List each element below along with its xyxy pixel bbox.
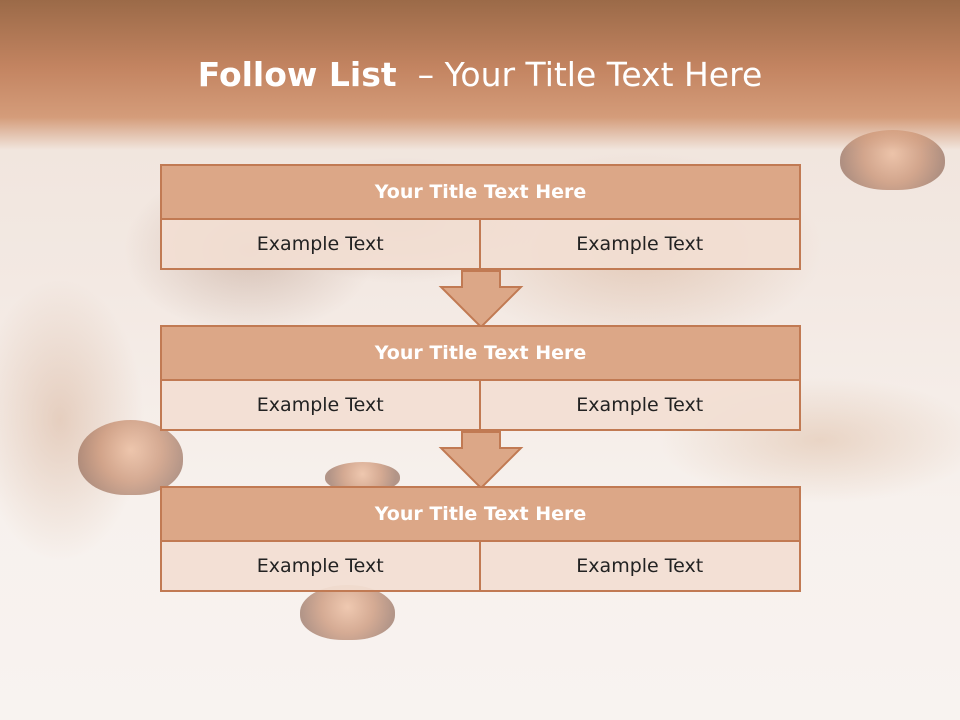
cupcake-decoration <box>78 420 183 495</box>
block-title: Your Title Text Here <box>160 164 801 220</box>
block-cell-right: Example Text <box>480 220 801 270</box>
slide-title-bold: Follow List <box>197 55 397 94</box>
slide-title-rest: – Your Title Text Here <box>417 55 763 94</box>
block-cell-right: Example Text <box>480 542 801 592</box>
list-block-1: Your Title Text Here Example Text Exampl… <box>160 164 801 270</box>
cupcake-decoration <box>300 585 395 640</box>
block-cell-left: Example Text <box>160 542 481 592</box>
block-cell-right: Example Text <box>480 381 801 431</box>
block-title: Your Title Text Here <box>160 486 801 542</box>
block-row: Example Text Example Text <box>160 220 801 270</box>
block-cell-left: Example Text <box>160 220 481 270</box>
header-band <box>0 0 960 150</box>
block-row: Example Text Example Text <box>160 542 801 592</box>
down-arrow-icon <box>438 270 524 329</box>
block-row: Example Text Example Text <box>160 381 801 431</box>
block-title: Your Title Text Here <box>160 325 801 381</box>
block-cell-left: Example Text <box>160 381 481 431</box>
list-block-2: Your Title Text Here Example Text Exampl… <box>160 325 801 431</box>
down-arrow-icon <box>438 431 524 490</box>
list-block-3: Your Title Text Here Example Text Exampl… <box>160 486 801 592</box>
slide-title: Follow List – Your Title Text Here <box>0 55 960 94</box>
